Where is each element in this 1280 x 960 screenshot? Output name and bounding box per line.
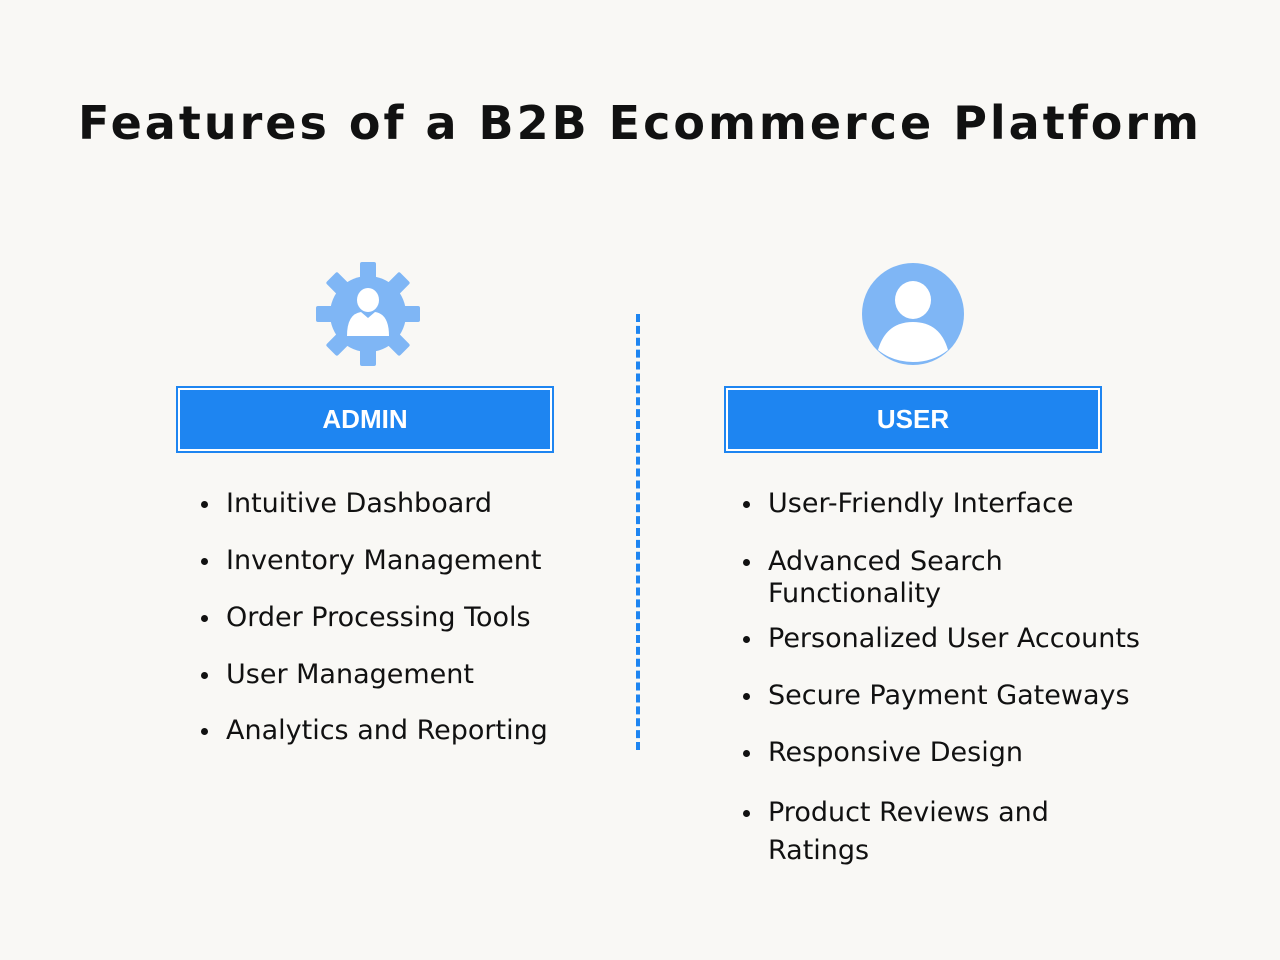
bullet-icon [743, 559, 750, 566]
list-item: Inventory Management [201, 545, 541, 577]
list-item: Product Reviews and Ratings [743, 794, 1068, 870]
list-item: Secure Payment Gateways [743, 680, 1158, 712]
gear-user-icon [316, 262, 420, 366]
user-circle-icon [862, 263, 964, 365]
admin-badge: ADMIN [176, 386, 554, 453]
page-title: Features of a B2B Ecommerce Platform [78, 96, 1202, 150]
bullet-icon [201, 615, 208, 622]
divider [636, 314, 640, 750]
bullet-icon [743, 810, 750, 817]
list-item: Advanced Search Functionality [743, 546, 1028, 610]
list-item: Personalized User Accounts [743, 623, 1158, 655]
bullet-icon [201, 672, 208, 679]
list-item: User-Friendly Interface [743, 488, 1158, 520]
list-item: User Management [201, 659, 474, 691]
bullet-icon [743, 693, 750, 700]
user-badge: USER [724, 386, 1102, 453]
list-item: Intuitive Dashboard [201, 488, 492, 520]
list-item: Analytics and Reporting [201, 715, 548, 747]
list-item: Responsive Design [743, 737, 1158, 769]
bullet-icon [201, 558, 208, 565]
bullet-icon [201, 501, 208, 508]
bullet-icon [743, 501, 750, 508]
list-item: Order Processing Tools [201, 602, 531, 634]
bullet-icon [201, 728, 208, 735]
bullet-icon [743, 636, 750, 643]
bullet-icon [743, 750, 750, 757]
